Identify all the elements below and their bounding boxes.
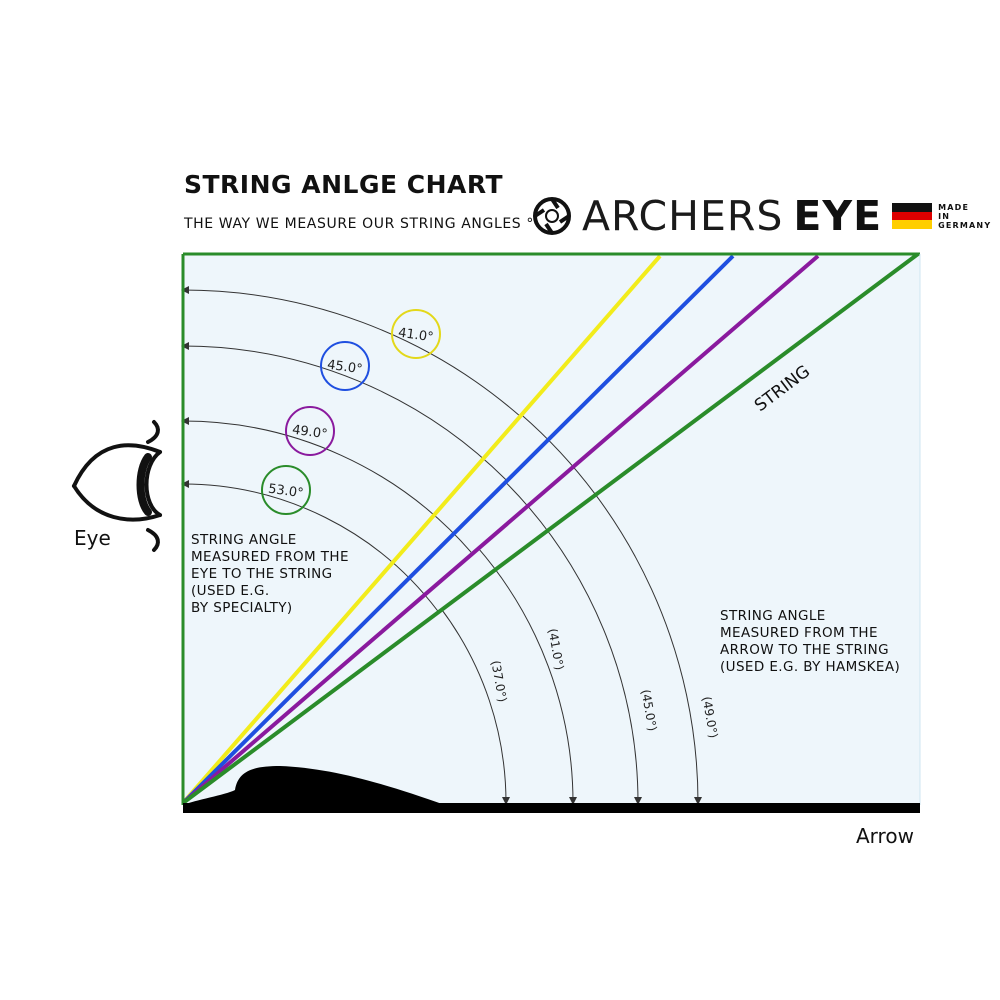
eye-angle-badge-4	[261, 465, 311, 515]
brand-name-archers: ARCHERS	[582, 191, 784, 240]
chart-subtitle: THE WAY WE MEASURE OUR STRING ANGLES °	[184, 216, 534, 232]
arrow-arc-3	[476, 546, 577, 805]
arrow-arc-1	[520, 413, 702, 805]
eye-angle-badge-1	[391, 309, 441, 359]
string-line-2	[181, 254, 735, 805]
eye-arc-3	[181, 417, 472, 553]
frame	[181, 252, 921, 805]
germany-flag-icon	[892, 203, 933, 230]
made-line-1: MADE	[938, 202, 970, 212]
eye-label: Eye	[74, 526, 111, 550]
angle-arcs	[181, 286, 702, 805]
flag-stripe-gold	[892, 220, 933, 230]
chart-title: STRING ANLGE CHART	[184, 170, 504, 199]
string-line-4	[181, 252, 920, 805]
brand-name-eye: EYE	[793, 191, 883, 240]
eye-arc-4	[181, 480, 439, 612]
aperture-icon	[533, 197, 571, 235]
made-line-2: IN	[938, 211, 951, 221]
arrow-label: Arrow	[856, 824, 914, 848]
string-line-3	[181, 254, 820, 805]
eye-angle-label-2: 45.0°	[326, 358, 363, 378]
eye-angle-badge-3	[285, 406, 335, 456]
arrow-measurement-note: STRING ANGLE MEASURED FROM THE ARROW TO …	[720, 608, 901, 675]
eye-angle-label-1: 41.0°	[397, 326, 434, 346]
eye-angle-badge-2	[320, 341, 370, 391]
flag-stripe-red	[892, 211, 933, 221]
arrow-arc-2	[504, 480, 642, 805]
eye-measurement-note: STRING ANGLE MEASURED FROM THE EYE TO TH…	[191, 532, 349, 616]
made-line-3: GERMANY	[938, 220, 992, 230]
eye-arc-1	[181, 286, 520, 417]
string-lines	[181, 252, 920, 805]
string-line-1	[181, 254, 662, 805]
flag-stripe-black	[892, 203, 933, 212]
eye-angle-label-4: 53.0°	[267, 482, 304, 502]
arrow-shaft	[183, 766, 920, 813]
arrow-arc-4	[440, 608, 510, 805]
made-in-germany: MADE IN GERMANY	[938, 203, 991, 230]
eye-angle-label-3: 49.0°	[291, 423, 328, 443]
eye-arc-2	[181, 342, 507, 481]
eye-icon	[72, 420, 162, 552]
